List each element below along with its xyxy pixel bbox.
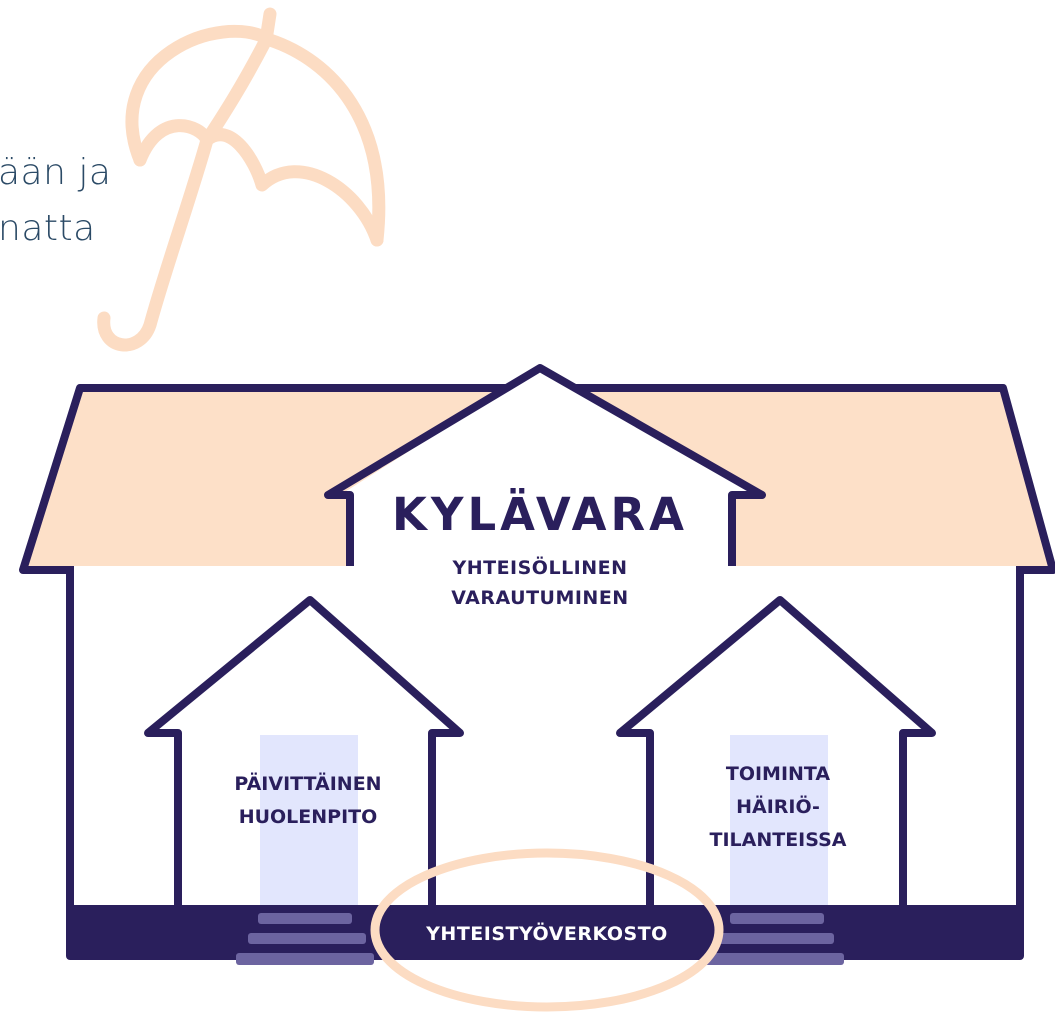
ellipse-highlight [370,848,724,1012]
right-wing [616,596,936,910]
right-wing-label-line-2: HÄIRIÖ- [736,794,820,818]
house-subtitle-line-2: VARAUTUMINEN [451,587,628,609]
right-wing-label-line-1: TOIMINTA [726,763,831,785]
house-title: KYLÄVARA [392,488,688,541]
right-steps [704,913,844,965]
intro-text-line-2: natta [0,208,96,249]
left-wing-label-line-1: PÄIVITTÄINEN [234,771,381,795]
right-wing-label-line-3: TILANTEISSA [710,829,847,851]
intro-text-line-1: ään ja [0,152,112,193]
left-steps [236,913,374,965]
foundation-label: YHTEISTYÖVERKOSTO [425,921,668,945]
umbrella-icon [97,7,386,352]
left-wing [144,596,464,910]
central-gable-outline [324,364,766,566]
left-wing-label-line-2: HUOLENPITO [239,806,378,828]
house-subtitle-line-1: YHTEISÖLLINEN [451,555,627,579]
foundation-label-pill [380,906,714,960]
